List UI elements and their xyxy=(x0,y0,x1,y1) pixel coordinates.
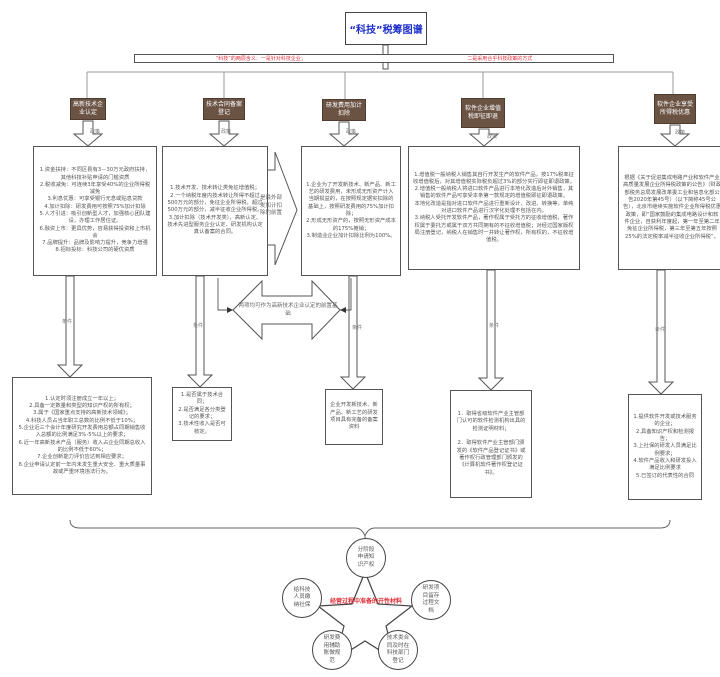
condition-label: 条件 xyxy=(62,319,73,325)
diagram-title: “科技”税筹图谱 xyxy=(345,12,427,45)
condition-box-tech-contract: 1.是否属于技术合同； 2.是否满足各分类登记的要求； 3.技术性收入是否可核定… xyxy=(172,387,232,441)
policy-box-rd-deduction: 1.企业为了开发新技术、新产品、新工艺的研发费用，未形成无形资产计入当期损益的，… xyxy=(301,146,401,276)
policy-label: 政策 xyxy=(487,134,498,140)
category-high-tech: 高新技术企业认定 xyxy=(70,98,106,120)
circle-ip-application: 分阶段 申请知 识产权 xyxy=(346,538,386,578)
condition-arrow xyxy=(56,275,84,378)
policy-label: 政策 xyxy=(90,129,101,135)
policy-box-software-income-tax: 根据《关于促进集成电路产业和软件产业高质量发展企业所得税政策的公告》（财政部税务… xyxy=(618,146,720,270)
policy-label: 政策 xyxy=(346,129,357,135)
condition-box-software-vat: 1．取得省级软件产业主管部门认可的软件检测机构出具的检测证明材料； 2．取得软件… xyxy=(450,390,532,498)
category-rd-deduction: 研发费用加计扣除 xyxy=(322,99,366,121)
policy-box-software-vat: 1.增值税一般纳税人销售其自行开发生产的软件产品，按17%税率征收增值税后，对其… xyxy=(408,146,580,270)
condition-arrow xyxy=(477,269,505,391)
condition-label: 条件 xyxy=(352,325,363,331)
policy-box-high-tech: 1.资金扶持：不同区县有3－30万元政府扶持，其他科技补贴申请的门槛资质 2.税… xyxy=(33,146,157,276)
policy-box-tech-contract: 1.技术开发、技术转让类免征增值税； 2.一个纳税年度内技术转让所得不超过500… xyxy=(162,146,268,276)
condition-box-rd-deduction: 企业开发新技术、新产品、新工艺的研发项目具有完备的备案资料 xyxy=(325,389,383,445)
right-arrow-label: 是最外部发加计扣除的前置 xyxy=(259,195,282,216)
bottom-brace xyxy=(69,519,671,538)
category-software-income-tax: 软件企业享受所得税优惠 xyxy=(654,94,696,124)
policy-label: 政策 xyxy=(675,130,686,136)
meaning-right: 二是采用合乎科技政策的方式 xyxy=(467,56,533,62)
circle-contract-registration: 技术类合 同及时在 科技部门 登记 xyxy=(378,630,418,670)
condition-arrow xyxy=(339,275,367,390)
policy-label: 政策 xyxy=(221,129,232,135)
bridge-label: 两项均可作为高新技术企业认定的前置基础 xyxy=(238,303,338,317)
condition-box-high-tech: 1.认定时须注册成立一年以上； 2.具备一定数量和类型的知识产权的所有权； 3.… xyxy=(12,377,152,495)
category-software-vat: 软件企业增值税即征即退 xyxy=(461,98,505,128)
condition-box-software-income-tax: 1.提供软件开发或技术服务的企业； 2.具备知识产权和检测报告； 3.上社保的研… xyxy=(628,394,702,500)
meaning-bar: “科技”的两层含义：一是针对科技企业； 二是采用合乎科技政策的方式 xyxy=(134,54,614,63)
condition-label: 条件 xyxy=(489,323,500,329)
circle-social-security: 给科技 人员缴 纳社保 xyxy=(282,578,322,618)
category-tech-contract: 技术合同备案登记 xyxy=(203,98,245,120)
circle-rd-documents: 研发项 目留存 过程文 档 xyxy=(411,580,451,620)
star-center-label: 经营过程中准备的开性材料 xyxy=(330,598,403,605)
circle-rd-ledger: 研发费 用辅助 账做规 范 xyxy=(312,630,352,670)
condition-arrow xyxy=(186,275,214,388)
condition-label: 条件 xyxy=(655,327,666,333)
condition-label: 条件 xyxy=(193,323,204,329)
meaning-left: “科技”的两层含义：一是针对科技企业； xyxy=(215,56,306,62)
